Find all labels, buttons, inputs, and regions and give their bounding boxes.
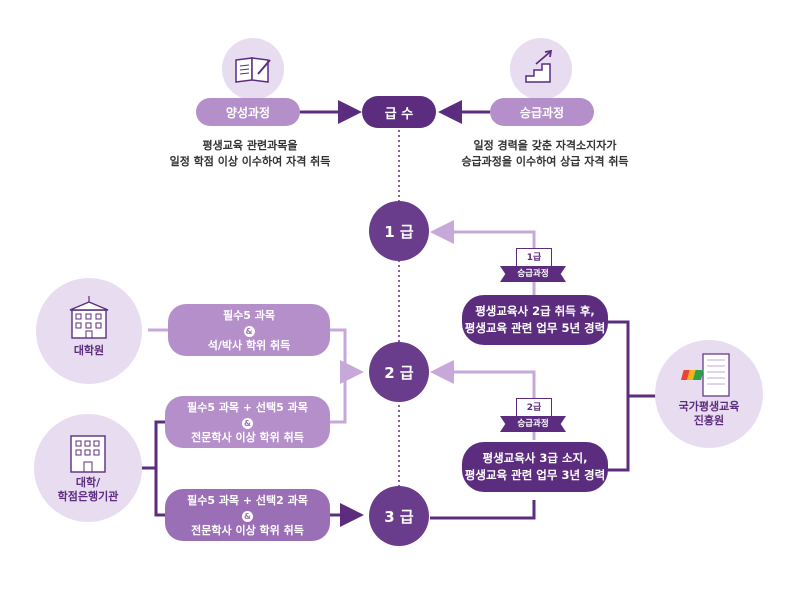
grade-1-label: 1 급 [384, 222, 414, 241]
graduate-school-label: 대학원 [73, 344, 105, 357]
cond2-line2: 평생교육 관련 업무 3년 경력 [464, 468, 606, 482]
university-label-line1: 대학/ [75, 476, 101, 489]
grad-req-line1: 필수5 과목 [223, 308, 275, 322]
ampersand-badge: & [242, 417, 253, 429]
nile-label-line2: 진흥원 [693, 414, 725, 427]
training-desc-line1: 평생교육 관련과목을 [202, 139, 298, 152]
univ-grade2-requirement: 필수5 과목 + 선택5 과목 & 전문학사 이상 학위 취득 [165, 396, 330, 448]
ampersand-badge: & [243, 325, 255, 337]
promotion-ribbon-1-label: 승급과정 [517, 269, 549, 279]
university-circle: 대학/ 학점은행기관 [34, 414, 142, 522]
graduate-school-circle: 대학원 [36, 278, 142, 384]
stairs-arrow-icon [510, 38, 572, 100]
req-to-grade2-bottom [330, 372, 347, 424]
cond1-line2: 평생교육 관련 업무 5년 경력 [464, 321, 606, 335]
univ2-req-line1: 필수5 과목 + 선택5 과목 [187, 400, 308, 414]
req-to-grade2-top [330, 328, 364, 384]
cond1-line1: 평생교육사 2급 취득 후, [475, 304, 595, 318]
promotion-ribbon-2-label: 승급과정 [517, 419, 549, 429]
univ-bracket [154, 420, 165, 517]
training-desc-line2: 일정 학점 이상 이수하여 자격 취득 [169, 155, 331, 168]
promotion-ribbon-2: 승급과정 [500, 416, 566, 432]
training-course-pill: 양성과정 [196, 98, 300, 126]
training-course-desc: 평생교육 관련과목을 일정 학점 이상 이수하여 자격 취득 [150, 138, 350, 170]
ampersand-badge: & [242, 510, 253, 522]
grad-requirement: 필수5 과목 & 석/박사 학위 취득 [168, 304, 330, 356]
grade3-connector [430, 500, 536, 520]
univ2-req-line2: 전문학사 이상 학위 취득 [191, 430, 304, 444]
grade-2-label: 2 급 [384, 363, 414, 382]
promotion-desc-line2: 승급과정을 이수하여 상급 자격 취득 [461, 155, 629, 168]
promotion-tag-2-grade: 2급 [516, 398, 552, 418]
building-icon [69, 296, 109, 339]
nile-label-line1: 국가평생교육 [678, 400, 740, 413]
grad-req-line2: 석/박사 학위 취득 [207, 338, 291, 352]
promotion-course-pill: 승급과정 [490, 98, 594, 126]
training-course-label: 양성과정 [225, 105, 271, 120]
grade-header-pill: 급 수 [362, 96, 436, 128]
promotion-ribbon-1: 승급과정 [500, 266, 566, 282]
nile-label: 국가평생교육 진흥원 [679, 400, 740, 428]
promotion-tag-2-grade-label: 2급 [526, 403, 542, 413]
grade-3-circle: 3 급 [369, 486, 429, 546]
university-label-line2: 학점은행기관 [57, 490, 119, 503]
grade-header-label: 급 수 [384, 106, 414, 122]
nile-circle: 국가평생교육 진흥원 [655, 340, 763, 448]
nile-bracket [606, 320, 630, 472]
univ3-req-line2: 전문학사 이상 학위 취득 [191, 523, 304, 537]
univ-grade3-requirement: 필수5 과목 + 선택2 과목 & 전문학사 이상 학위 취득 [165, 489, 330, 541]
cond2-line1: 평생교육사 3급 소지, [482, 451, 588, 465]
grade-2-circle: 2 급 [369, 342, 429, 402]
promotion-condition-2: 평생교육사 3급 소지, 평생교육 관련 업무 3년 경력 [462, 442, 608, 492]
promotion-course-desc: 일정 경력을 갖춘 자격소지자가 승급과정을 이수하여 상급 자격 취득 [440, 138, 650, 170]
promotion-course-label: 승급과정 [519, 105, 565, 120]
grade-3-label: 3 급 [384, 507, 414, 526]
grade-1-circle: 1 급 [369, 201, 429, 261]
promotion-condition-1: 평생교육사 2급 취득 후, 평생교육 관련 업무 5년 경력 [462, 295, 608, 345]
promotion-tag-1-grade: 1급 [516, 248, 552, 268]
promotion-tag-1-grade-label: 1급 [526, 253, 542, 263]
campus-building-icon [70, 435, 106, 473]
promotion-desc-line1: 일정 경력을 갖춘 자격소지자가 [473, 139, 617, 152]
book-pen-icon [222, 38, 284, 100]
nile-building-icon [681, 353, 730, 397]
university-label: 대학/ 학점은행기관 [58, 476, 119, 504]
univ3-req-line1: 필수5 과목 + 선택2 과목 [187, 493, 308, 507]
